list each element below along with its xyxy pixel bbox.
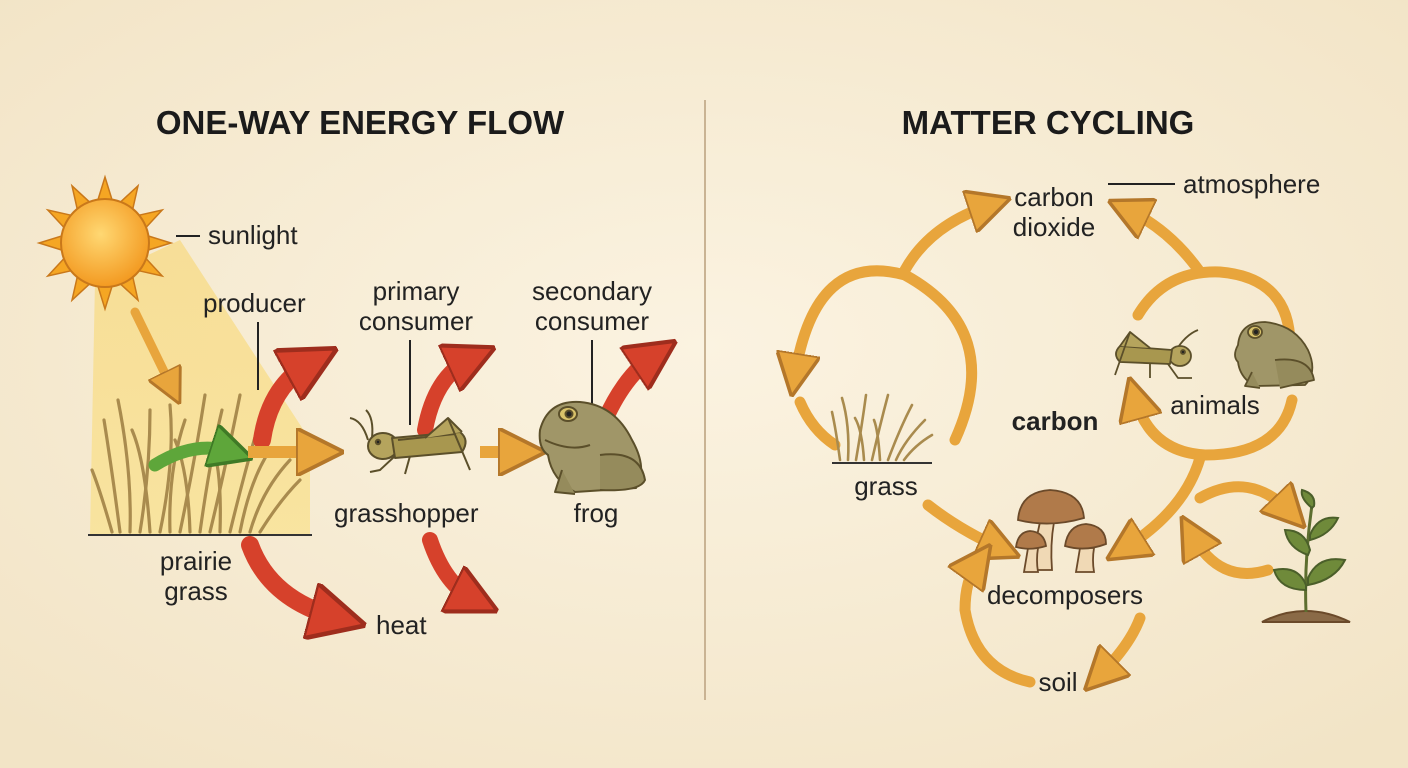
matter-title: MATTER CYCLING bbox=[902, 104, 1195, 141]
grasshopper-label: grasshopper bbox=[334, 498, 479, 528]
soil-label: soil bbox=[1038, 667, 1077, 697]
secondary-consumer-label-line1: secondary bbox=[532, 276, 652, 306]
decomposers-label: decomposers bbox=[987, 580, 1143, 610]
secondary-consumer-label-line2: consumer bbox=[535, 306, 649, 336]
energy-title: ONE-WAY ENERGY FLOW bbox=[156, 104, 565, 141]
carbon-dioxide-label-line2: dioxide bbox=[1013, 212, 1095, 242]
animals-label: animals bbox=[1170, 390, 1260, 420]
cycle-arrow-left-loop bbox=[795, 265, 978, 446]
primary-consumer-label-line2: consumer bbox=[359, 306, 473, 336]
grass-icon-matter bbox=[830, 393, 934, 462]
heat-arrow-primary-up bbox=[417, 358, 472, 438]
frog-icon bbox=[538, 400, 646, 495]
prairie-grass-label-line2: grass bbox=[164, 576, 228, 606]
sunlight-label: sunlight bbox=[208, 220, 298, 250]
energy-panel: ONE-WAY ENERGY FLOW sunlight bbox=[36, 104, 655, 640]
cycle-arrow-left-loop-tail bbox=[794, 396, 841, 451]
frog-label: frog bbox=[574, 498, 619, 528]
matter-panel: MATTER CYCLING carbon dioxide atmosphere… bbox=[794, 104, 1351, 697]
seedling-icon bbox=[1261, 488, 1351, 623]
cycle-arrow-animals-to-co2 bbox=[1128, 210, 1206, 278]
sunlight-arrow bbox=[130, 307, 172, 388]
grass-icon bbox=[90, 393, 302, 534]
heat-arrow-producer-down bbox=[241, 536, 338, 618]
frog-icon-matter bbox=[1234, 321, 1315, 389]
cycle-arrow-right-loop-bottom bbox=[1135, 398, 1298, 461]
cycle-arrow-soil-to-decomposers bbox=[965, 562, 1036, 688]
primary-consumer-label-line1: primary bbox=[373, 276, 460, 306]
cycle-arrow-right-loop-top bbox=[1132, 266, 1296, 351]
sun-icon bbox=[36, 174, 174, 312]
cycle-arrow-grass-to-co2 bbox=[899, 205, 990, 276]
carbon-label: carbon bbox=[1012, 406, 1099, 436]
prairie-grass-label-line1: prairie bbox=[160, 546, 232, 576]
grasshopper-icon-matter bbox=[1114, 329, 1199, 379]
cycle-arrow-decomposers-to-soil bbox=[1100, 612, 1146, 675]
carbon-dioxide-label-line1: carbon bbox=[1014, 182, 1094, 212]
atmosphere-label: atmosphere bbox=[1183, 169, 1320, 199]
heat-label: heat bbox=[376, 610, 427, 640]
heat-arrow-producer-up bbox=[253, 362, 312, 449]
cycle-arrow-animals-to-decomposers bbox=[1125, 452, 1206, 548]
grass-label: grass bbox=[854, 471, 918, 501]
heat-arrow-primary-down bbox=[422, 532, 475, 600]
grasshopper-icon bbox=[349, 409, 471, 475]
producer-label: producer bbox=[203, 288, 306, 318]
mushroom-icon bbox=[1015, 489, 1107, 573]
cycle-arrow-to-seedling bbox=[1194, 487, 1290, 512]
cycle-arrow-from-seedling bbox=[1192, 535, 1274, 579]
photosynthesis-arrow bbox=[148, 448, 232, 472]
